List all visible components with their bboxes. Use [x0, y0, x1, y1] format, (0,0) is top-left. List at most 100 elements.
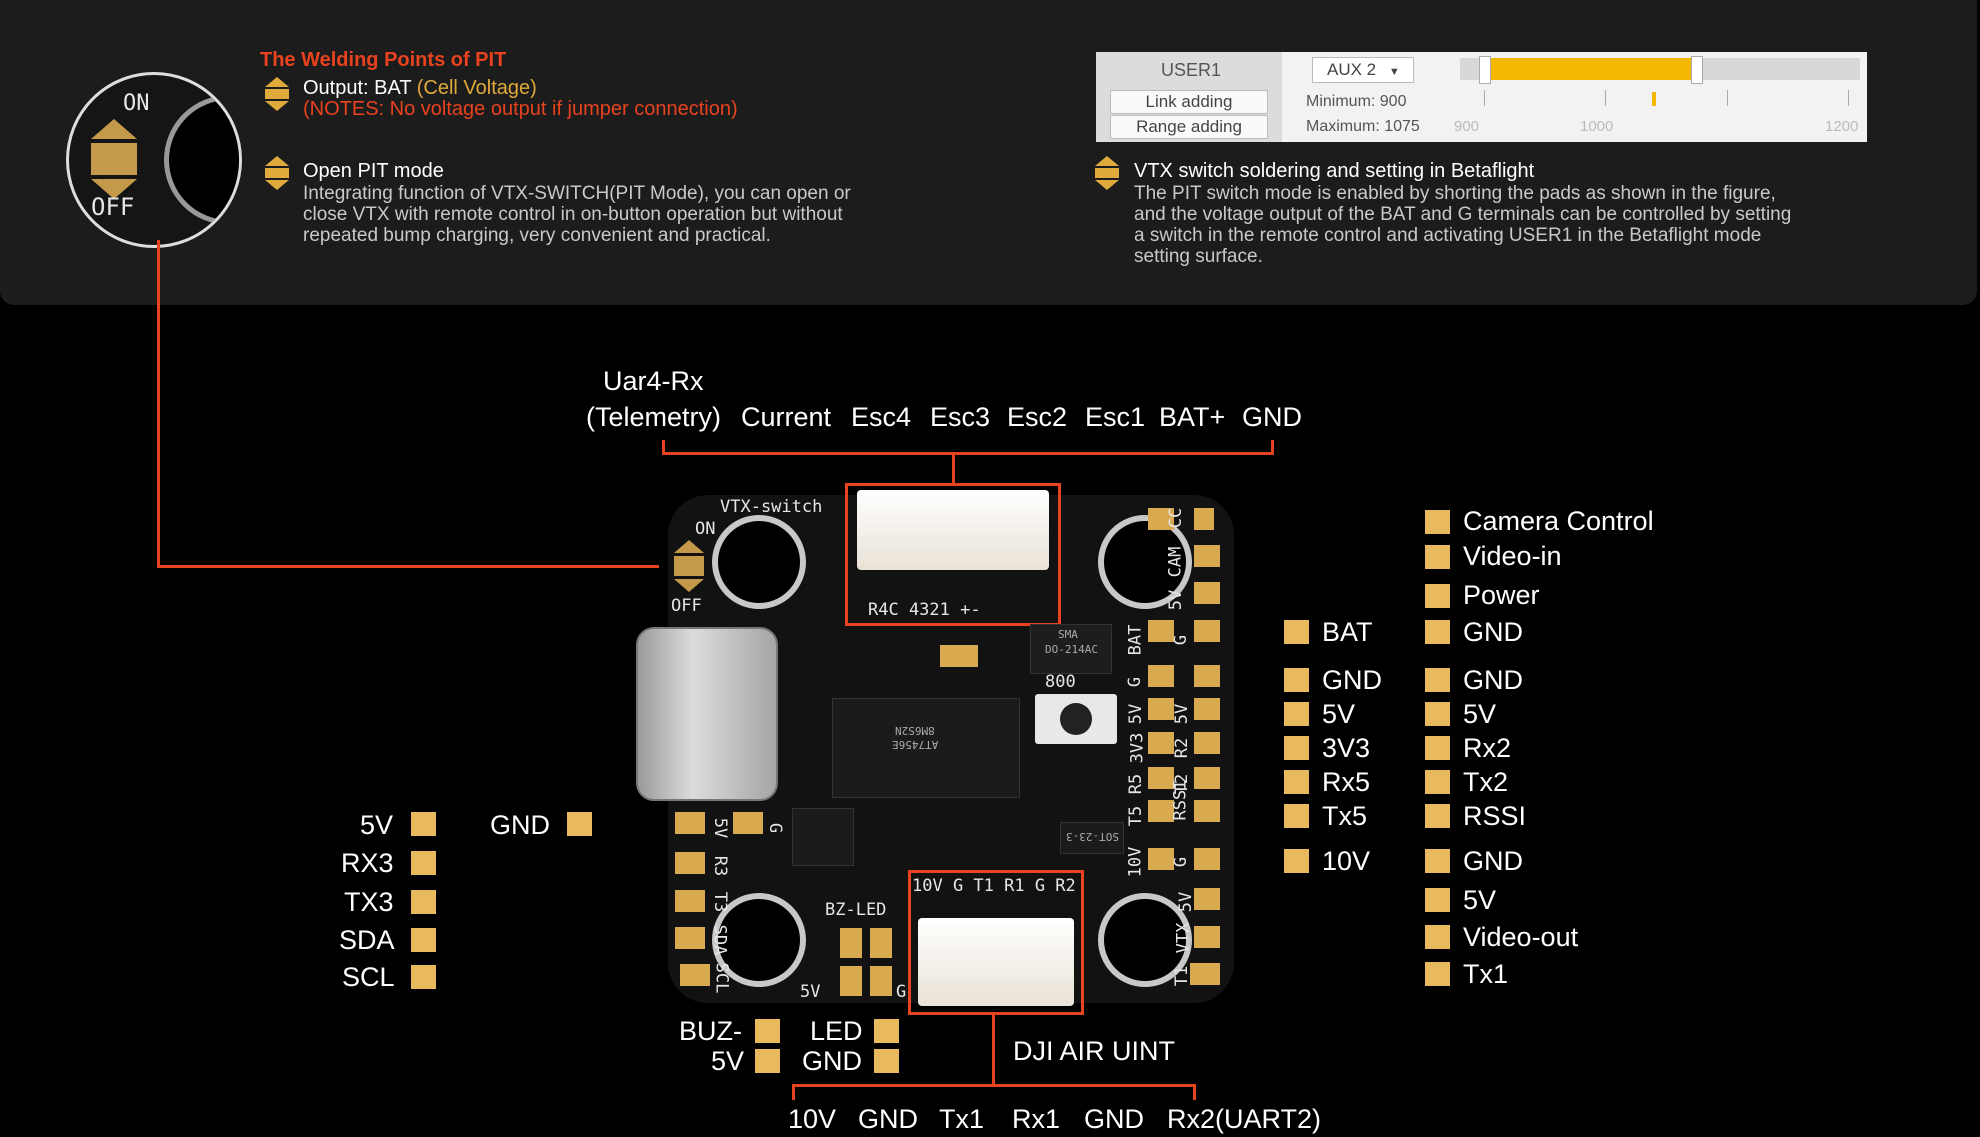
right-pin-label: 5V: [1463, 699, 1497, 729]
pit-switch-icon: [264, 156, 290, 195]
board-silk-label: G: [1171, 856, 1192, 868]
top-connector-highlight: [845, 483, 1061, 626]
pad-icon: [411, 851, 436, 875]
range-tick: [1847, 90, 1849, 106]
range-slider-track[interactable]: [1460, 56, 1860, 84]
output-prefix: Output: BAT: [303, 77, 412, 99]
range-minimum: Minimum: 900: [1306, 93, 1407, 110]
right-pin-label: GND: [1463, 846, 1523, 876]
pad-icon: [1425, 804, 1450, 828]
board-silk-label: T1: [1172, 965, 1193, 987]
output-note: (NOTES: No voltage output if jumper conn…: [303, 98, 738, 120]
board-pad: [1194, 698, 1220, 720]
bottom-connector: [918, 918, 1074, 1006]
tick-label: 1200: [1825, 118, 1859, 135]
pit-mode-title: Open PIT mode: [303, 160, 444, 182]
board-800-label: 800: [1045, 672, 1076, 692]
right-mid-pin-label: Rx5: [1322, 767, 1371, 797]
callout-line-zoom-vertical: [157, 240, 160, 568]
range-tick: [1726, 90, 1728, 106]
left-pin-label: 5V: [360, 810, 394, 840]
board-g-label: G: [896, 982, 907, 1002]
top-bracket-right: [1271, 440, 1274, 455]
pad-icon: [1425, 849, 1450, 873]
pit-switch-icon: [1094, 156, 1120, 195]
pad-icon: [1425, 770, 1450, 794]
board-pad: [1148, 732, 1174, 754]
board-silk-label: SDA: [709, 924, 730, 956]
output-cell-voltage: (Cell Voltage): [416, 77, 537, 99]
board-bottom-connector-label: 10V G T1 R1 G R2: [912, 876, 1076, 896]
vtx-desc-4: setting surface.: [1134, 246, 1263, 267]
board-pad: [940, 645, 978, 667]
board-pad: [1148, 848, 1174, 870]
board-silk-label: G: [1125, 676, 1146, 688]
pad-icon: [874, 1019, 899, 1043]
board-vtx-switch-label: VTX-switch: [720, 497, 823, 517]
range-adding-button[interactable]: Range adding: [1110, 115, 1268, 139]
right-mid-pin-label: 3V3: [1322, 733, 1371, 763]
mounting-hole: [1098, 515, 1192, 609]
right-pin-label: Rx2: [1463, 733, 1512, 763]
bottom-connector-label: Rx2(UART2): [1167, 1104, 1322, 1134]
betaflight-mode-panel: USER1 Link adding Range adding AUX 2 ▼ M…: [1096, 52, 1867, 142]
bottom-connector-highlight: [908, 870, 1084, 1015]
board-pad: [1194, 665, 1220, 687]
top-label-uart4: Uar4-Rx: [603, 366, 704, 396]
pad-icon: [411, 928, 436, 952]
pad-icon: [1284, 620, 1309, 644]
mounting-hole: [712, 893, 806, 987]
right-pin-label: Video-in: [1463, 541, 1562, 571]
top-label: Esc3: [930, 402, 991, 432]
pad-icon: [1425, 925, 1450, 949]
top-label: GND: [1242, 402, 1302, 432]
usb-c-port: [636, 627, 778, 801]
board-pad: [675, 852, 705, 874]
right-pin-label: Video-out: [1463, 922, 1579, 952]
range-tick-lines: [1460, 90, 1860, 108]
mode-name: USER1: [1161, 60, 1222, 80]
left-pin-label: RX3: [341, 848, 394, 878]
diode-sma-label: SMA: [1058, 628, 1078, 641]
board-pad: [1194, 767, 1220, 789]
range-slider-max-handle[interactable]: [1691, 56, 1704, 84]
top-bracket-horizontal: [662, 452, 1274, 455]
board-silk-label: 5V: [1126, 703, 1147, 725]
pad-icon: [1425, 510, 1450, 534]
sot-chip-label: SOT-23-3: [1066, 830, 1119, 843]
right-mid-pin-label: 10V: [1322, 846, 1371, 876]
aux-select[interactable]: AUX 2 ▼: [1312, 57, 1414, 83]
range-slider-fill: [1484, 58, 1697, 80]
range-slider-min-handle[interactable]: [1479, 56, 1492, 84]
bottom-pin-led: LED: [810, 1016, 863, 1046]
pad-icon: [755, 1049, 780, 1073]
boot-button[interactable]: [1035, 694, 1117, 744]
board-pad: [675, 890, 705, 912]
pit-mode-desc-2: close VTX with remote control in on-butt…: [303, 204, 843, 225]
zoom-on-label: ON: [123, 91, 150, 116]
board-pad: [1194, 732, 1220, 754]
board-silk-label: T5: [1126, 805, 1147, 827]
range-tick: [1484, 90, 1486, 106]
board-g-label: G: [765, 822, 786, 834]
board-pad: [1194, 620, 1220, 642]
bottom-bracket-right: [1193, 1084, 1196, 1100]
board-bz-led-label: BZ-LED: [825, 900, 887, 920]
board-off-label: OFF: [671, 596, 702, 616]
bottom-connector-label: 10V: [788, 1104, 837, 1134]
board-silk-label: VTX: [1173, 922, 1194, 954]
pad-icon: [1425, 545, 1450, 569]
pad-icon: [1425, 668, 1450, 692]
pad-icon: [1284, 736, 1309, 760]
link-adding-button[interactable]: Link adding: [1110, 90, 1268, 114]
callout-line-zoom-horizontal: [157, 565, 659, 568]
board-silk-label: 5V: [1172, 703, 1193, 725]
baro-chip: [792, 808, 854, 866]
pit-switch-icon: [89, 119, 139, 204]
board-top-connector-label: R4C 4321 +-: [868, 600, 981, 620]
top-label: BAT+: [1159, 402, 1226, 432]
board-silk-label: 5V: [1166, 589, 1187, 611]
bottom-pin-buz: BUZ-: [679, 1016, 742, 1046]
board-silk-label: G: [1171, 634, 1192, 646]
board-pad: [1190, 963, 1220, 985]
